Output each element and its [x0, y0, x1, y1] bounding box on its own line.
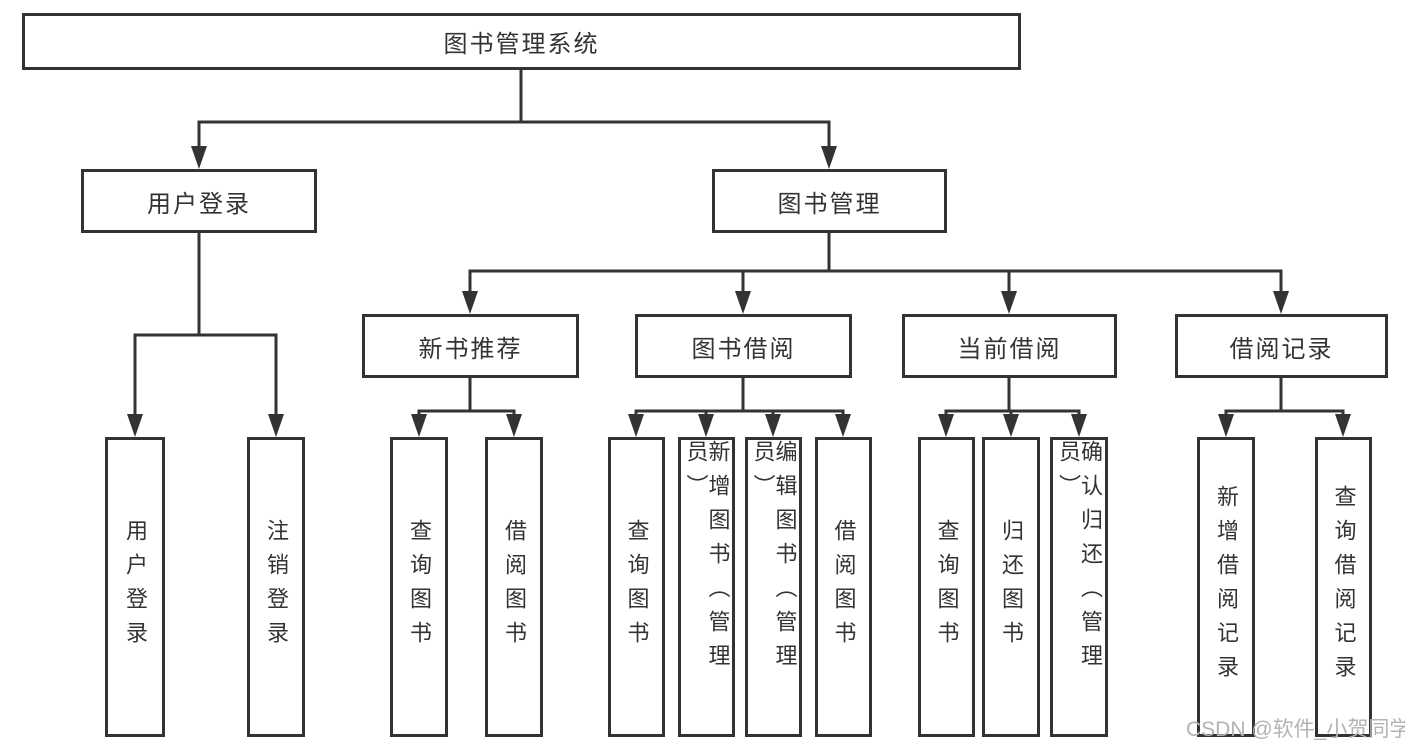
- node-label: 图书管理: [777, 190, 882, 218]
- node-book-borrowing: 图书借阅: [635, 314, 852, 378]
- node-library-management-system: 图书管理系统: [22, 13, 1021, 70]
- leaf-borrow-books-recommendation: 借阅图书: [485, 437, 543, 737]
- leaf-label: 查询图书: [934, 519, 960, 655]
- leaf-label: 借阅图书: [502, 519, 527, 655]
- node-book-management: 图书管理: [712, 169, 947, 233]
- leaf-label: 新增借阅记录: [1214, 485, 1239, 689]
- leaf-label: 查询图书: [407, 519, 432, 655]
- leaf-query-books-recommendation: 查询图书: [390, 437, 448, 737]
- leaf-confirm-return-admin: 确认归还（管理员）: [1050, 437, 1108, 737]
- leaf-query-books-current: 查询图书: [918, 437, 975, 737]
- leaf-query-books-borrowing: 查询图书: [608, 437, 665, 737]
- leaf-label: 查询图书: [624, 519, 650, 655]
- node-label: 图书借阅: [691, 335, 796, 363]
- leaf-label: 新增图书（管理员）: [683, 440, 731, 678]
- leaf-label: 用户登录: [123, 519, 148, 655]
- node-label: 借阅记录: [1229, 335, 1334, 363]
- leaf-label: 注销登录: [264, 519, 289, 655]
- leaf-logout: 注销登录: [247, 437, 305, 737]
- node-user-login: 用户登录: [81, 169, 317, 233]
- leaf-user-login: 用户登录: [105, 437, 165, 737]
- watermark: CSDN @软件_小贺同学: [1186, 718, 1405, 741]
- node-label: 当前借阅: [957, 335, 1062, 363]
- leaf-add-borrow-record: 新增借阅记录: [1197, 437, 1255, 737]
- leaf-label: 编辑图书（管理员）: [750, 440, 798, 678]
- arrowheads: [127, 146, 1351, 437]
- leaf-return-books: 归还图书: [982, 437, 1040, 737]
- leaf-add-book-admin: 新增图书（管理员）: [678, 437, 735, 737]
- node-label: 图书管理系统: [443, 31, 600, 58]
- leaf-borrow-books-borrowing: 借阅图书: [815, 437, 872, 737]
- leaf-label: 借阅图书: [831, 519, 857, 655]
- leaf-label: 归还图书: [999, 519, 1024, 655]
- leaf-label: 查询借阅记录: [1331, 485, 1357, 689]
- node-label: 用户登录: [147, 190, 251, 218]
- node-borrowing-records: 借阅记录: [1175, 314, 1388, 378]
- node-new-book-recommendation: 新书推荐: [362, 314, 579, 378]
- leaf-label: 确认归还（管理员）: [1056, 440, 1103, 678]
- leaf-edit-book-admin: 编辑图书（管理员）: [745, 437, 802, 737]
- node-current-borrowing: 当前借阅: [902, 314, 1117, 378]
- node-label: 新书推荐: [418, 335, 523, 363]
- leaf-query-borrow-record: 查询借阅记录: [1315, 437, 1372, 737]
